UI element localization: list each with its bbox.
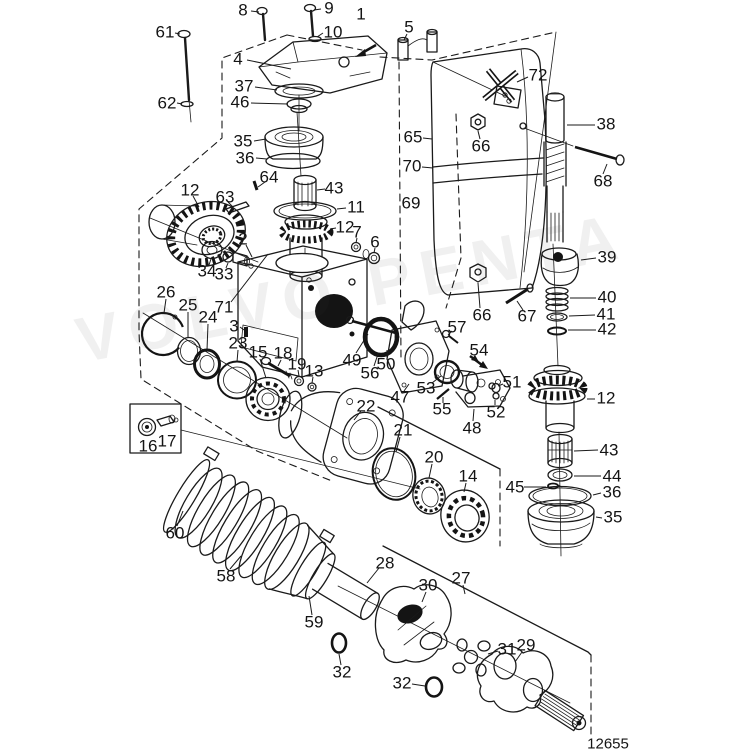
part-12-gear-right bbox=[526, 364, 588, 434]
part-14-bearing bbox=[440, 489, 490, 543]
part-43-splined-sleeve-right bbox=[547, 433, 573, 469]
part-18-bolt bbox=[260, 356, 293, 380]
part-11-ring bbox=[273, 201, 337, 221]
part-36-oring-right bbox=[528, 485, 592, 507]
part-35-bearing-cap-upper bbox=[264, 126, 324, 160]
part-4-cover bbox=[258, 35, 388, 94]
part-32-seal-left bbox=[330, 632, 348, 654]
part-64-pin bbox=[252, 180, 259, 191]
part-23-seal-ring bbox=[217, 360, 257, 400]
double-arrow-54 bbox=[469, 355, 488, 369]
part-40-spring bbox=[545, 286, 569, 312]
part-31-spider bbox=[452, 638, 491, 677]
part-37-gasket bbox=[274, 83, 324, 99]
part-32-seal-mid bbox=[424, 676, 444, 698]
part-35-bearing-cap-right bbox=[527, 499, 595, 549]
part-20-threaded-ring bbox=[412, 477, 446, 515]
direction-arrow bbox=[355, 43, 377, 57]
axis-lines bbox=[142, 94, 574, 704]
part-66-nut-lower bbox=[469, 263, 487, 283]
inset-box bbox=[129, 403, 182, 454]
part-72-clamp bbox=[482, 68, 522, 109]
part-55-pin bbox=[436, 388, 450, 400]
part-41-ring bbox=[546, 312, 568, 322]
part-36-oring-upper bbox=[265, 152, 321, 170]
part-9-screw bbox=[303, 3, 317, 38]
part-19-nut bbox=[293, 375, 305, 387]
part-65-shield bbox=[430, 48, 547, 296]
part-43-splined-sleeve-upper bbox=[293, 174, 317, 212]
part-8-screw bbox=[256, 6, 268, 42]
part-13-washer bbox=[307, 382, 317, 392]
part-21-oring bbox=[371, 447, 417, 501]
part-29-yoke-rear bbox=[476, 645, 587, 732]
part-58-bellows bbox=[162, 446, 380, 621]
part-62-washer bbox=[180, 100, 194, 108]
part-67-pin bbox=[505, 283, 534, 305]
part-10-washer bbox=[308, 35, 322, 43]
part-38-vertical-shaft bbox=[543, 92, 567, 243]
part-33-sleeve bbox=[222, 251, 250, 267]
part-49-bolt bbox=[345, 315, 397, 335]
part-26-snap-ring bbox=[140, 311, 186, 357]
part-51-screw bbox=[488, 379, 501, 390]
dashed-boundaries bbox=[138, 31, 592, 735]
part-47-steering-fork bbox=[386, 300, 450, 394]
part-30-yoke-front bbox=[374, 584, 452, 664]
part-22-bearing-housing bbox=[278, 387, 404, 485]
part-42-ring bbox=[547, 326, 567, 336]
part-50-oring bbox=[362, 316, 400, 358]
part-34-bearing bbox=[201, 240, 223, 260]
part-63-key bbox=[225, 201, 250, 214]
leader-lines bbox=[163, 8, 608, 687]
drawing-number: 12655 bbox=[587, 735, 629, 751]
part-66-nut-upper bbox=[470, 113, 486, 131]
part-2-gear-housing bbox=[237, 245, 368, 378]
part-48-connector bbox=[450, 369, 511, 408]
part-44-bearing bbox=[547, 468, 573, 482]
part-61-oil-dipstick bbox=[177, 29, 192, 123]
part-15-bearing bbox=[245, 376, 291, 422]
part-52-screw bbox=[492, 392, 506, 402]
part-39-damper bbox=[540, 247, 580, 287]
part-5-hose bbox=[397, 28, 438, 61]
part-68-bolt bbox=[574, 145, 625, 166]
